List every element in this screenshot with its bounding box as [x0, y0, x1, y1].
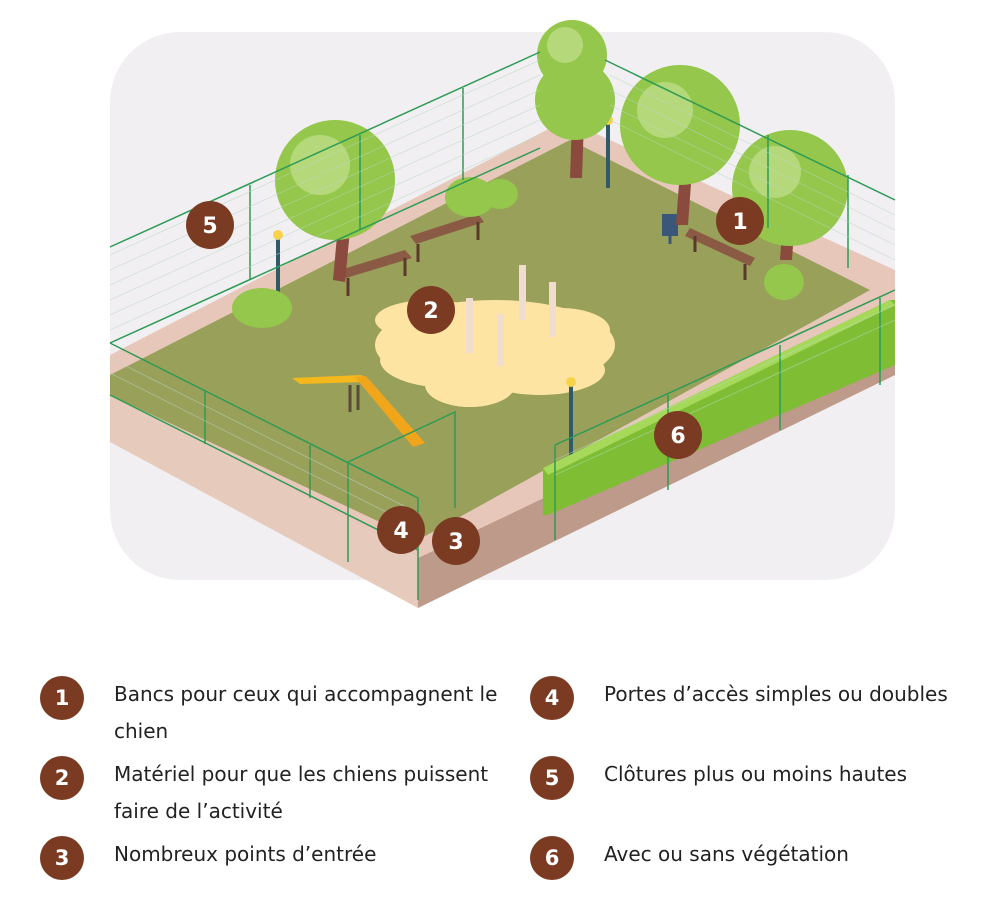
legend-badge-2: 2 [40, 756, 84, 800]
agility-ramp [292, 375, 425, 447]
dog-park-illustration: 1 2 3 4 5 6 [109, 20, 896, 608]
lamp-post-front [566, 377, 576, 455]
legend-text-1: Bancs pour ceux qui accompagnent le chie… [114, 682, 498, 743]
diagram-badge-5: 5 [186, 201, 234, 249]
legend-badge-6: 6 [530, 836, 574, 880]
bush-back [445, 177, 518, 217]
bush-left [232, 288, 292, 328]
legend-item-4: 4 Portes d’accès simples ou doubles [530, 676, 989, 720]
hedge [543, 300, 895, 515]
bench-left [340, 250, 412, 296]
tree-back [535, 20, 615, 178]
diagram-badge-3-label: 3 [448, 530, 463, 555]
legend-item-1: 1 Bancs pour ceux qui accompagnent le ch… [40, 676, 504, 750]
legend-text-6: Avec ou sans végétation [604, 842, 849, 866]
legend-text-4: Portes d’accès simples ou doubles [604, 682, 948, 706]
legend-item-3: 3 Nombreux points d’entrée [40, 836, 504, 880]
legend-badge-3: 3 [40, 836, 84, 880]
legend-text-5: Clôtures plus ou moins hautes [604, 762, 908, 786]
diagram-badge-4-label: 4 [393, 519, 408, 544]
legend-item-5: 5 Clôtures plus ou moins hautes [530, 756, 989, 800]
trash-bin [662, 214, 678, 244]
diagram-badge-1: 1 [716, 197, 764, 245]
legend-text-3: Nombreux points d’entrée [114, 842, 377, 866]
legend-badge-1: 1 [40, 676, 84, 720]
legend-badge-5: 5 [530, 756, 574, 800]
tree-left [275, 120, 395, 282]
fence [109, 51, 896, 600]
diagram-badge-4: 4 [377, 506, 425, 554]
ground-slab-left-side [110, 393, 418, 608]
legend-item-6: 6 Avec ou sans végétation [530, 836, 989, 880]
diagram-badge-2-label: 2 [423, 299, 438, 324]
diagram-badge-1-label: 1 [732, 210, 747, 235]
fence-mesh [109, 59, 896, 529]
diagram-badge-3: 3 [432, 517, 480, 565]
legend-text-2: Matériel pour que les chiens puissent fa… [114, 762, 489, 823]
diagram-badge-2: 2 [407, 286, 455, 334]
bench-middle [410, 214, 484, 262]
diagram-badge-6: 6 [654, 411, 702, 459]
diagram-badge-5-label: 5 [202, 214, 217, 239]
bush-right [764, 264, 804, 300]
diagram-badge-6-label: 6 [670, 424, 685, 449]
legend-item-2: 2 Matériel pour que les chiens puissent … [40, 756, 504, 830]
bench-right [685, 228, 755, 280]
legend-badge-4: 4 [530, 676, 574, 720]
